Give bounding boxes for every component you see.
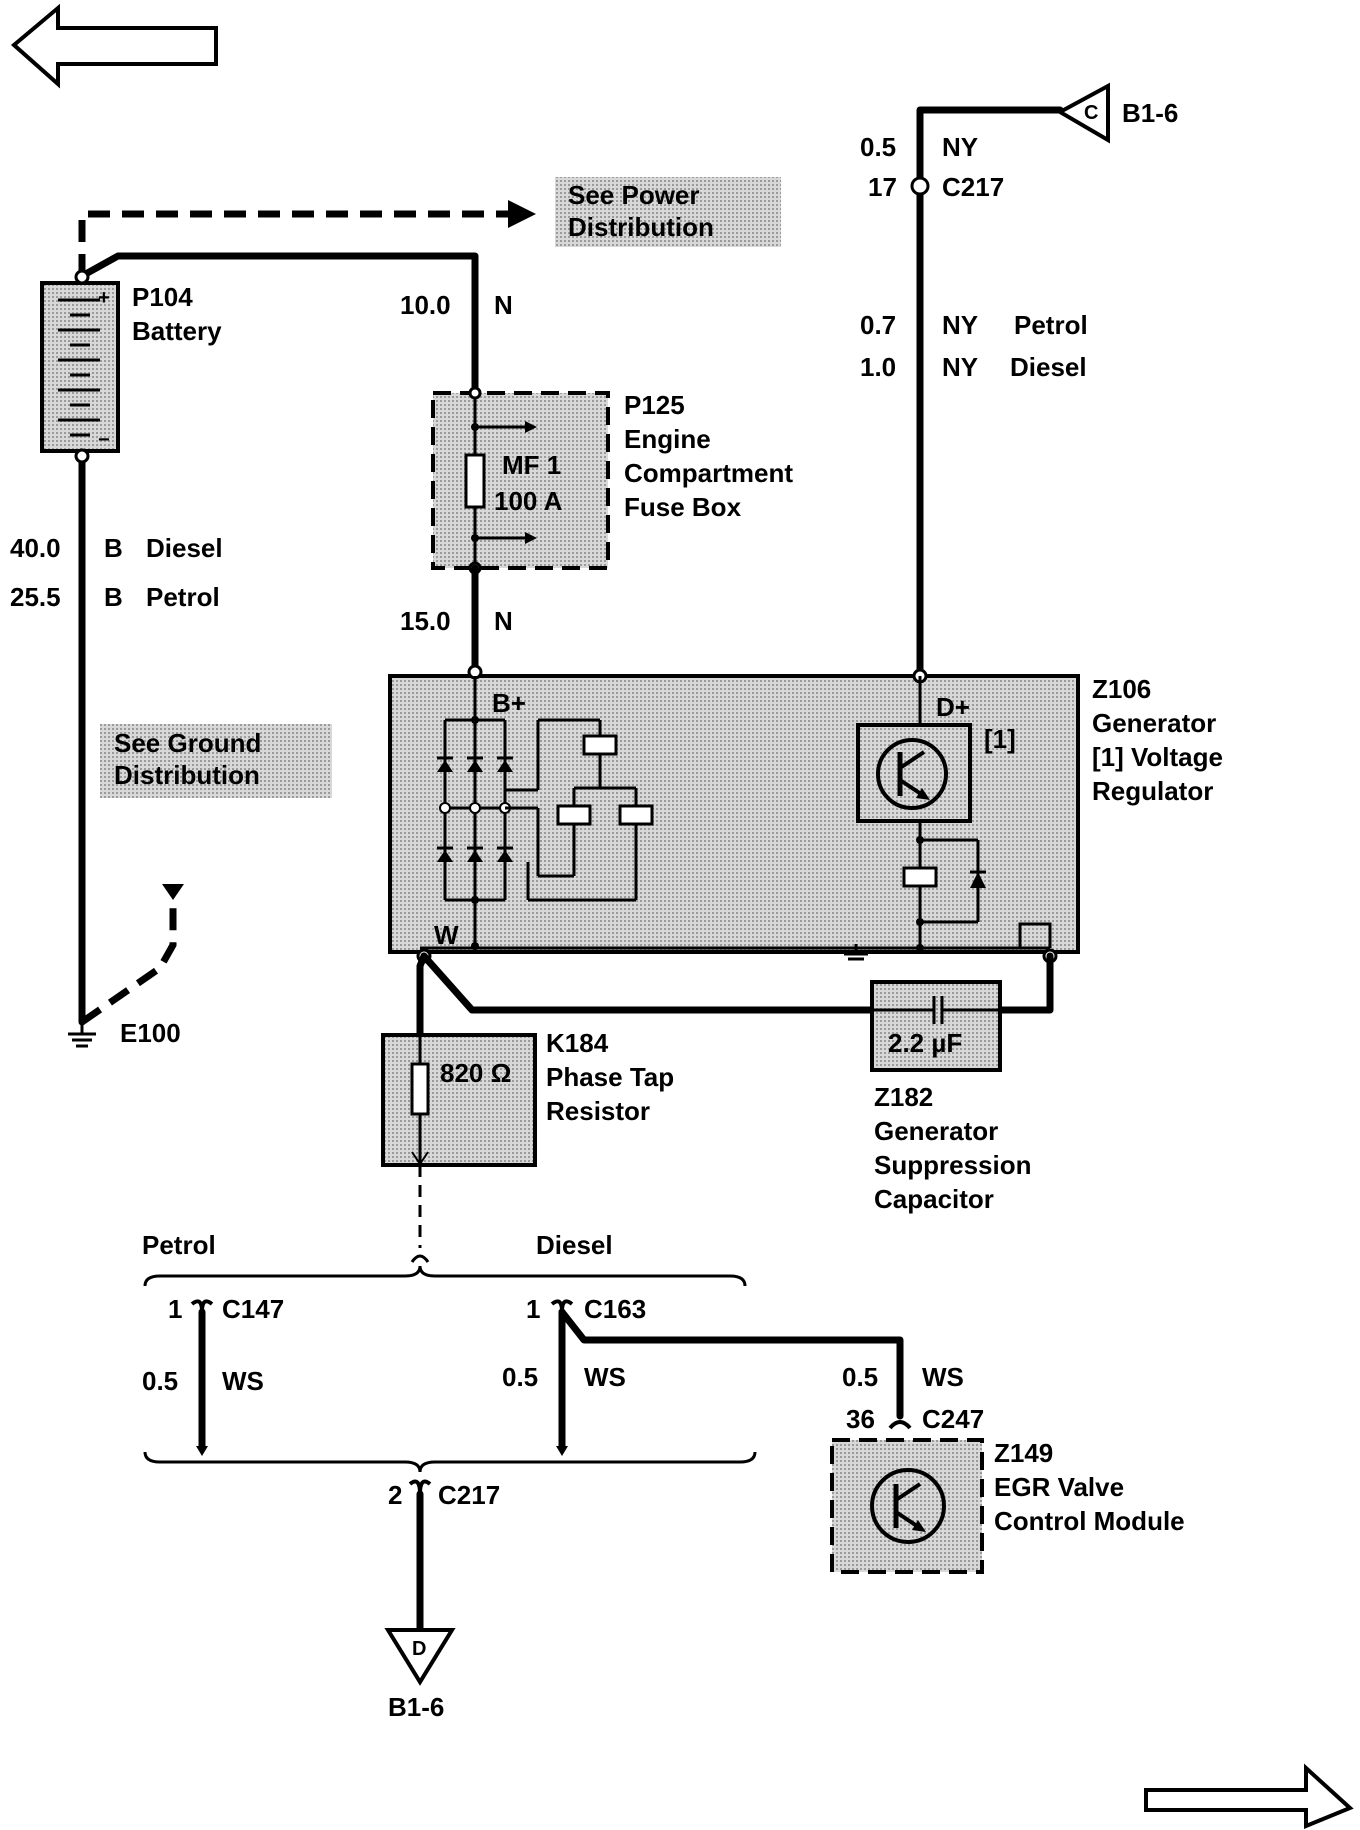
fusebox-name-line3: Fuse Box bbox=[624, 492, 742, 522]
see-power-distribution-line2[interactable]: Distribution bbox=[568, 212, 714, 242]
c247-wire-size: 0.5 bbox=[842, 1362, 878, 1392]
wire-n-lower-color: N bbox=[494, 606, 513, 636]
fuse-mf1-icon bbox=[464, 453, 486, 509]
c217-top-pin: 17 bbox=[868, 172, 897, 202]
diesel-variant-label: Diesel bbox=[536, 1230, 613, 1260]
bottom-connector-letter: D bbox=[412, 1638, 426, 1660]
wire-b-diesel-variant: Diesel bbox=[146, 533, 223, 563]
wire-ny-diesel-color: NY bbox=[942, 352, 978, 382]
c163-wire-size: 0.5 bbox=[502, 1362, 538, 1392]
egr-id: Z149 bbox=[994, 1438, 1053, 1468]
fusebox-name-line2: Compartment bbox=[624, 458, 793, 488]
capacitor-name-line2: Suppression bbox=[874, 1150, 1031, 1180]
c217-bottom-pin: 2 bbox=[388, 1480, 402, 1510]
c147-pin: 1 bbox=[168, 1294, 182, 1324]
svg-text:+: + bbox=[98, 287, 110, 309]
connector-c-icon bbox=[1055, 82, 1110, 144]
egr-name-line2: Control Module bbox=[994, 1506, 1185, 1536]
wire-n-upper-size: 10.0 bbox=[400, 290, 451, 320]
terminal-dplus: D+ bbox=[936, 692, 970, 722]
c147-wire-color: WS bbox=[222, 1366, 264, 1396]
c217-bottom-connector: C217 bbox=[438, 1480, 500, 1510]
power-distribution-link bbox=[78, 210, 512, 276]
wire-ny-petrol-color: NY bbox=[942, 310, 978, 340]
fusebox-id: P125 bbox=[624, 390, 685, 420]
terminal-bplus: B+ bbox=[492, 688, 526, 718]
voltage-regulator bbox=[856, 676, 986, 952]
petrol-variant-label: Petrol bbox=[142, 1230, 216, 1260]
battery-name: Battery bbox=[132, 316, 222, 346]
wire-ny-petrol-size: 0.7 bbox=[860, 310, 896, 340]
generator-name: Generator bbox=[1092, 708, 1216, 738]
wire-ny-petrol-variant: Petrol bbox=[1014, 310, 1088, 340]
battery: + − bbox=[40, 281, 120, 453]
ground-id: E100 bbox=[120, 1018, 181, 1048]
wire-b-diesel-color: B bbox=[104, 533, 123, 563]
connector-d-icon bbox=[384, 1628, 456, 1686]
wire-b-petrol-color: B bbox=[104, 582, 123, 612]
fusebox-name-line1: Engine bbox=[624, 424, 711, 454]
c247-pin: 36 bbox=[846, 1404, 875, 1434]
fuse-rating: 100 A bbox=[494, 486, 563, 516]
resistor bbox=[381, 1033, 537, 1167]
regulator-ref: [1] bbox=[984, 724, 1016, 754]
c217-top-connector: C217 bbox=[942, 172, 1004, 202]
fuse-id: MF 1 bbox=[502, 450, 561, 480]
egr-module bbox=[830, 1438, 984, 1574]
resistor-value: 820 Ω bbox=[440, 1058, 511, 1088]
wire-top-size: 0.5 bbox=[860, 132, 896, 162]
generator-id: Z106 bbox=[1092, 674, 1151, 704]
resistor-id: K184 bbox=[546, 1028, 609, 1058]
fusebox bbox=[431, 391, 610, 570]
generator-sub-line1: [1] Voltage bbox=[1092, 742, 1223, 772]
wire-ny-diesel-size: 1.0 bbox=[860, 352, 896, 382]
next-page-arrow-icon[interactable] bbox=[1144, 1763, 1354, 1829]
wire-b-petrol-size: 25.5 bbox=[10, 582, 61, 612]
bottom-connector-ref: B1-6 bbox=[388, 1692, 444, 1722]
wire-b-diesel-size: 40.0 bbox=[10, 533, 61, 563]
c163-pin: 1 bbox=[526, 1294, 540, 1324]
egr-name-line1: EGR Valve bbox=[994, 1472, 1124, 1502]
top-connector-letter: C bbox=[1084, 102, 1098, 124]
battery-id: P104 bbox=[132, 282, 193, 312]
wire-b-petrol-variant: Petrol bbox=[146, 582, 220, 612]
top-connector-ref: B1-6 bbox=[1122, 98, 1178, 128]
c247-connector: C247 bbox=[922, 1404, 984, 1434]
c247-wire-color: WS bbox=[922, 1362, 964, 1392]
see-ground-distribution-line1[interactable]: See Ground bbox=[114, 728, 261, 758]
svg-text:−: − bbox=[98, 429, 110, 451]
c163-connector: C163 bbox=[584, 1294, 646, 1324]
wire-n-upper-color: N bbox=[494, 290, 513, 320]
see-power-distribution-line1[interactable]: See Power bbox=[568, 180, 700, 210]
capacitor-name-line1: Generator bbox=[874, 1116, 998, 1146]
ground-e100-icon bbox=[68, 1022, 96, 1048]
resistor-name-line2: Resistor bbox=[546, 1096, 650, 1126]
capacitor bbox=[870, 980, 1002, 1072]
c147-connector: C147 bbox=[222, 1294, 284, 1324]
wire-top-color: NY bbox=[942, 132, 978, 162]
wire-n-lower-size: 15.0 bbox=[400, 606, 451, 636]
see-ground-distribution-line2[interactable]: Distribution bbox=[114, 760, 260, 790]
capacitor-id: Z182 bbox=[874, 1082, 933, 1112]
capacitor-value: 2.2 µF bbox=[888, 1028, 962, 1058]
previous-page-arrow-icon[interactable] bbox=[10, 3, 218, 89]
wire-ny-diesel-variant: Diesel bbox=[1010, 352, 1087, 382]
generator-sub-line2: Regulator bbox=[1092, 776, 1213, 806]
terminal-w: W bbox=[434, 920, 459, 950]
c147-wire-size: 0.5 bbox=[142, 1366, 178, 1396]
c163-wire-color: WS bbox=[584, 1362, 626, 1392]
resistor-name-line1: Phase Tap bbox=[546, 1062, 674, 1092]
capacitor-name-line3: Capacitor bbox=[874, 1184, 994, 1214]
